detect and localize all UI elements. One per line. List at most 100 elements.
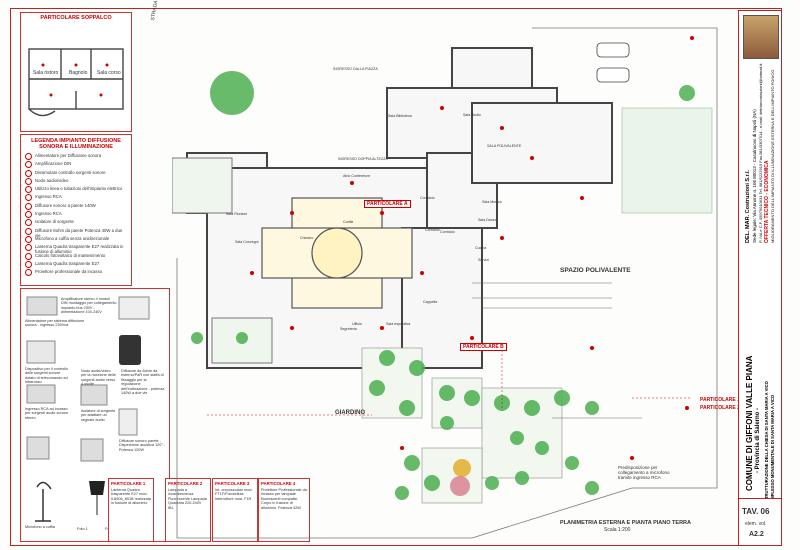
legend-symbol-icon [25, 252, 32, 260]
title-block: DEL. MAR. Costruzioni S.r.l. Sede legale… [738, 10, 782, 546]
legend-item-label: Ingresso RCA [35, 194, 62, 200]
legend-item: Diffusore 8ohm da parete Potenza 40W a d… [25, 227, 129, 238]
inset-room-3: Sala corso [97, 70, 121, 76]
predisp-label: Predisposizione per collegamento a micro… [618, 465, 670, 480]
legend-symbol-icon [25, 169, 32, 177]
tav-block: TAV. 06 elem. vol. A2.2 [738, 498, 782, 546]
inset-plan [28, 48, 124, 117]
inset-panel: PARTICOLARE SOPPALCO Sala ristoro Bagnol… [20, 12, 132, 132]
plan-caption: PLANIMETRIA ESTERNA E PIANTA PIANO TERRA [560, 520, 691, 526]
product-images [26, 296, 150, 522]
legend-item: Isolatore di sorgente [25, 219, 129, 227]
legend-item: Alimentatore per Diffusione sonora [25, 153, 129, 161]
tav-number: TAV. 06 [742, 507, 770, 516]
fixture-text: Proiettore Professionale da incasso per … [261, 488, 307, 510]
inset-room-2: Bagnolo [69, 70, 88, 76]
product-description: Nodo audio/video per la ricezione delle … [81, 369, 116, 387]
fixture-text: Int. crepuscolare mod. FT1F/Fotocellula … [215, 488, 253, 501]
product-description: Microfono a cuffia [25, 525, 55, 529]
room-label: Sala Musica [482, 200, 502, 204]
legend-symbol-icon [25, 194, 32, 202]
fixture-text: Lanterna Quadra trasparente E27 mod. IL8… [111, 488, 151, 506]
room-label: Cortile [343, 220, 354, 224]
room-label: SALA POLIVALENTE [487, 144, 522, 148]
legend-item-label: Microfono a cuffia senza unidirezionale [35, 235, 110, 241]
work-subtitle: MIGLIORAMENTO DELL'IMPIANTO DI ILLUMINAZ… [770, 69, 775, 243]
tav-elem: elem. vol. [745, 521, 767, 527]
room-label: Servizi [478, 258, 489, 262]
legend-symbol-icon [25, 161, 32, 169]
legend-item-label: Diffusore 8ohm da parete Potenza 40W a d… [35, 227, 123, 238]
legend-item: Microfono a cuffia senza unidirezionale [25, 235, 129, 244]
fixture-title: PARTICOLARE 1 [111, 481, 146, 486]
plan-scale: Scala 1:200 [604, 527, 631, 533]
floor-plan [172, 27, 718, 539]
legend-item: Dissimulato controllo sorgenti sonore [25, 169, 129, 178]
room-label: Corridoio [420, 196, 435, 200]
legend-symbol-icon [25, 202, 32, 210]
inset-title: PARTICOLARE SOPPALCO [40, 15, 112, 21]
legend-item: Nodo audio/video [25, 177, 129, 186]
logo-seal-icon [743, 15, 779, 59]
legend-item-label: Isolatore di sorgente [35, 219, 74, 225]
legend-item-label: Diffusore sonoro a parete 140W [35, 202, 96, 208]
legend-item: Lanterna Quadra trasparente E27 realizza… [25, 244, 129, 255]
legend-symbol-icon [25, 244, 32, 252]
legend-item-label: Alimentatore per Diffusione sonora [35, 153, 102, 158]
room-label: Cappella [423, 300, 438, 304]
legend-symbol-icon [25, 219, 32, 227]
product-description: Dispositivo per il controllo delle sorge… [25, 367, 69, 385]
room-label: INGRESSO DOPPIA ALTEZZA [338, 157, 388, 161]
legend-symbol-icon [25, 186, 32, 194]
particolare-1-label: PARTICOLARE 1 [700, 397, 740, 403]
legend-item-label: Dissimulato controllo sorgenti sonore [35, 169, 106, 175]
lamp-icon [89, 481, 105, 495]
inset-room-1: Sala ristoro [33, 70, 59, 76]
province: - Provincia di Salerno - [755, 407, 761, 473]
room-label: Ufficio [352, 322, 362, 326]
complex-name: COMPLESSO MONUMENTALE DI SANTA MARIA A V… [770, 394, 775, 506]
firm-address: Sede legale: Via Annone n. 106 80013 - C… [752, 109, 757, 243]
tav-code: A2.2 [749, 531, 764, 538]
room-label: Sala Biblioteca [388, 114, 412, 118]
firm-name: DEL. MAR. Costruzioni S.r.l. [745, 169, 751, 243]
legend-symbol-icon [25, 211, 32, 219]
legend-item: Diffusore sonoro a parete 140W [25, 202, 129, 211]
room-label: Cucina [475, 246, 487, 250]
particolare-a-label: PARTICOLARE A [364, 200, 411, 208]
fixture-title: PARTICOLARE 4 [261, 481, 296, 486]
legend-item-label: Proiettore professionale da incasso [35, 269, 103, 275]
fixture-panel: PARTICOLARE 1 Lanterna Quadra trasparente… [108, 478, 154, 542]
fixture-panel: PARTICOLARE 4 Proiettore Professionale da… [258, 478, 310, 542]
car-icon [596, 42, 630, 83]
room-label: Atrio Conferenze [343, 174, 370, 178]
work-title: RISTRUTTURAZIONE DELLA CHIESA DI SANTA M… [764, 381, 769, 506]
fixture-text: Lampada a incandescenza Fluorescente Lam… [168, 488, 207, 510]
municipality: COMUNE DI GIFFONI VALLE PIANA [745, 355, 754, 491]
legend-item-label: Amplificazione DIN [35, 161, 72, 167]
product-description: Alimentatore per sistema diffusione sono… [25, 319, 85, 328]
legend-item-label: Utilizzo linea e tubazioni dell'impianto… [35, 186, 123, 192]
room-label: Corridoio [440, 230, 455, 234]
legend-symbol-icon [25, 269, 32, 277]
product-description: Diffusore da 8ohm da esterno/PaR con sta… [121, 369, 165, 396]
giardino-label: GIARDINO [335, 410, 365, 416]
room-label: Sala Convegni [235, 240, 259, 244]
legend-title: LEGENDA IMPIANTO DIFFUSIONE SONORA E ILL… [31, 138, 121, 150]
product-description: Foto 1 [77, 527, 88, 531]
product-description: Ingresso RCA ad incasso per sorgenti aud… [25, 407, 69, 420]
particolare-2-label: PARTICOLARE 2 [700, 405, 740, 411]
legend-item: Lanterna Quadra trasparente E27 [25, 260, 129, 269]
room-label: Sala studio [463, 113, 481, 117]
legend-symbol-icon [25, 235, 32, 243]
fixture-title: PARTICOLARE 3 [215, 481, 250, 486]
firm-contacts: P. IVA e C.F. 05979010631 Tel. 081/52229… [758, 63, 763, 243]
legend-item-label: Lanterna Quadra trasparente E27 realizza… [35, 244, 124, 255]
room-label: Corridoio [425, 228, 440, 232]
speaker-icon [119, 335, 141, 365]
legend-item: Calcolo fotovoltaico di mantenimento [25, 252, 129, 261]
room-label: INGRESSO DALLA PIAZZA [333, 67, 378, 71]
